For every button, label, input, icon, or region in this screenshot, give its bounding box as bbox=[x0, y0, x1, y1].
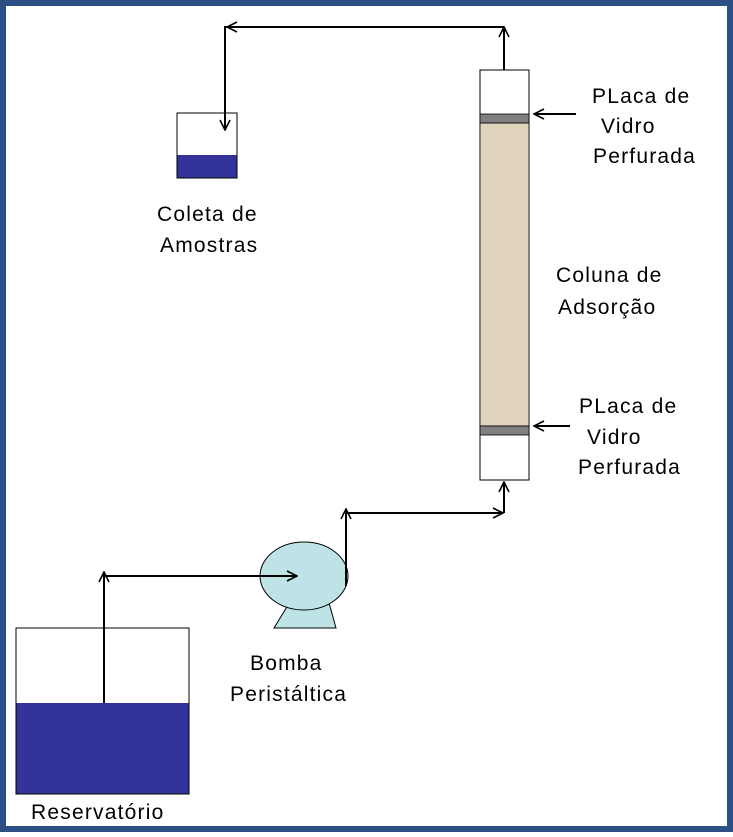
pointer-arrows bbox=[534, 114, 576, 426]
label-placa-bottom-line3: Perfurada bbox=[578, 456, 681, 479]
peristaltic-pump bbox=[259, 541, 349, 629]
label-coleta-line1: Coleta de bbox=[157, 203, 258, 226]
adsorbent-bed bbox=[479, 122, 530, 427]
collector-liquid bbox=[177, 155, 237, 178]
label-coluna-line2: Adsorção bbox=[558, 296, 656, 319]
sample-collector bbox=[176, 112, 238, 179]
label-placa-top-line1: PLaca de bbox=[592, 85, 690, 108]
label-placa-bottom-line1: PLaca de bbox=[579, 395, 677, 418]
label-bomba-line2: Peristáltica bbox=[230, 683, 347, 706]
label-placa-bottom-line2: Vidro bbox=[587, 426, 642, 449]
adsorption-column bbox=[479, 69, 530, 481]
flow-pump-to-column bbox=[345, 513, 503, 586]
label-placa-top-line2: Vidro bbox=[601, 115, 656, 138]
reservoir-outline bbox=[15, 627, 190, 795]
glass-plate-bottom bbox=[479, 425, 530, 436]
flow-top-to-collector bbox=[225, 26, 504, 130]
glass-plate-top bbox=[479, 113, 530, 124]
reservoir bbox=[15, 627, 190, 795]
collector-outline bbox=[176, 112, 238, 179]
label-coleta-line2: Amostras bbox=[160, 234, 258, 257]
flow-lines bbox=[104, 27, 504, 703]
label-bomba-line1: Bomba bbox=[250, 652, 323, 675]
reservoir-liquid bbox=[16, 703, 189, 794]
label-coluna-line1: Coluna de bbox=[556, 264, 663, 287]
label-reservatorio: Reservatório bbox=[31, 801, 164, 824]
label-placa-top-line3: Perfurada bbox=[593, 145, 696, 168]
